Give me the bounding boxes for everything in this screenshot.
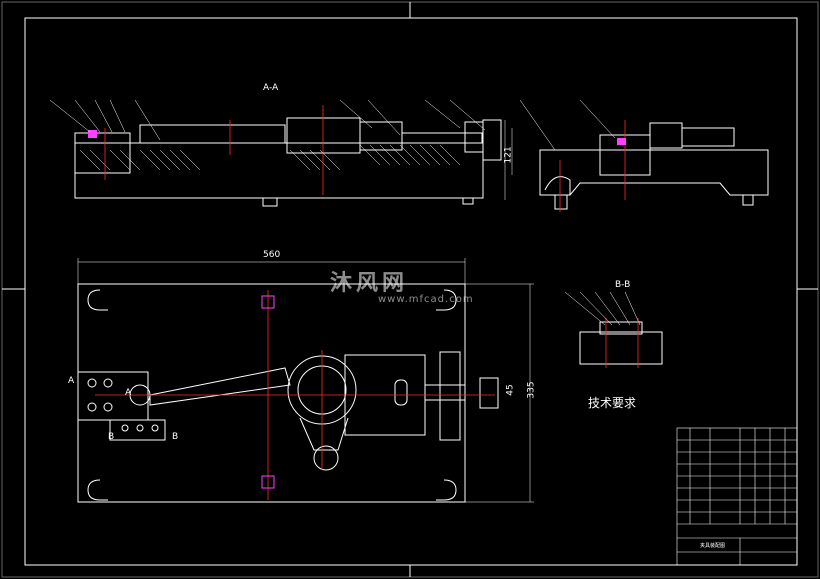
section-bb-label: B-B (615, 280, 631, 290)
watermark: 沐风网 www.mfcad.com (330, 265, 474, 305)
dim-length: 560 (263, 250, 281, 260)
title-block (676, 427, 798, 566)
section-bb (579, 321, 663, 365)
dim-height: 121 (503, 146, 514, 164)
watermark-url: www.mfcad.com (378, 294, 474, 305)
marker-b-left: B (108, 432, 115, 442)
marker-a-left: A (68, 376, 75, 386)
marker-b-right: B (172, 432, 179, 442)
section-aa-label: A-A (263, 83, 279, 93)
side-view (539, 122, 769, 210)
drawing-title: 夹具装配图 (700, 543, 726, 549)
dim-width: 335 (526, 381, 537, 399)
plan-view (77, 283, 499, 503)
section-aa (74, 117, 502, 207)
dim-right-small: 45 (505, 384, 516, 396)
marker-a-right: A (125, 388, 132, 398)
notes-title: 技术要求 (588, 396, 637, 410)
inner-border (24, 17, 798, 566)
watermark-text: 沐风网 (330, 271, 409, 296)
